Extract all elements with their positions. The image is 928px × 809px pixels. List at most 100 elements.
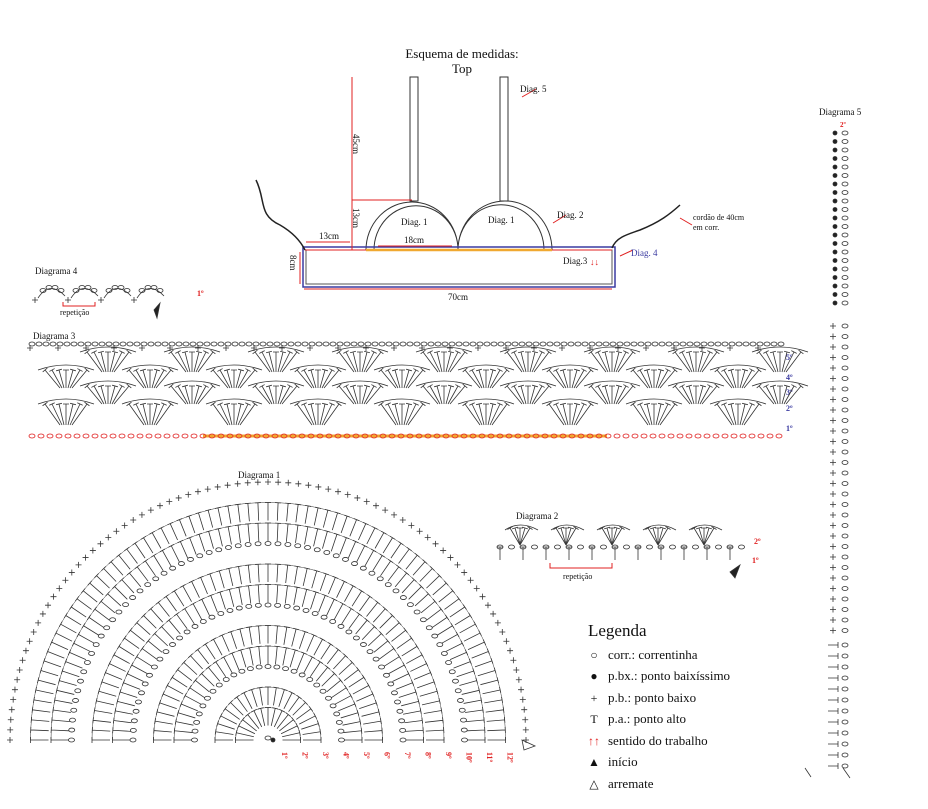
- slip-stitch: [832, 249, 838, 255]
- double-crochet-stitch: [244, 523, 252, 542]
- double-crochet-stitch: [609, 351, 615, 372]
- chain-stitch: [431, 633, 439, 639]
- chain-stitch: [748, 433, 756, 439]
- chain-stitch: [294, 543, 302, 549]
- chain-stitch: [350, 341, 358, 347]
- single-crochet-stitch: [499, 628, 506, 635]
- arrow-icon: [804, 767, 851, 779]
- band-border: [302, 246, 616, 288]
- chain-stitch: [129, 727, 137, 733]
- double-crochet-stitch: [519, 526, 528, 546]
- double-crochet-stitch: [739, 402, 749, 426]
- double-crochet-stitch: [274, 584, 281, 603]
- chain-stitch: [602, 341, 610, 347]
- double-crochet-stitch: [617, 349, 636, 373]
- chain-stitch: [351, 561, 358, 566]
- single-crochet-stitch: [830, 428, 836, 434]
- chain-stitch: [419, 617, 427, 623]
- chain-stitch: [169, 642, 176, 647]
- slip-stitch: [832, 283, 838, 289]
- arch: [667, 380, 725, 387]
- chain-stitch: [712, 433, 720, 439]
- double-crochet-stitch: [216, 590, 226, 610]
- single-crochet-stitch: [167, 345, 173, 351]
- single-crochet-stitch: [399, 517, 406, 524]
- double-crochet-stitch: [154, 718, 173, 725]
- double-crochet-stitch: [98, 384, 107, 405]
- double-crochet-stitch: [284, 584, 291, 604]
- chain-stitch: [103, 625, 111, 631]
- double-crochet-stitch: [342, 718, 362, 726]
- double-crochet-stitch: [202, 642, 216, 660]
- double-crochet-stitch: [459, 677, 478, 686]
- single-crochet-stitch: [285, 479, 292, 486]
- chain-stitch: [637, 341, 645, 347]
- single-crochet-stitch: [279, 345, 285, 351]
- double-crochet-stitch: [721, 402, 735, 426]
- chain-stitch: [209, 688, 217, 694]
- chain-stitch: [28, 433, 36, 439]
- double-crochet-stitch: [407, 367, 426, 389]
- chain-stitch: [672, 341, 680, 347]
- chain-stitch: [415, 433, 423, 439]
- single-crochet-stitch: [194, 488, 201, 495]
- double-crochet-stitch: [74, 596, 92, 610]
- double-crochet-stitch: [571, 402, 581, 426]
- chain-stitch: [433, 433, 441, 439]
- double-crochet-stitch: [313, 506, 322, 526]
- single-crochet-stitch: [214, 483, 221, 490]
- single-crochet-stitch: [65, 297, 71, 303]
- chain-stitch: [496, 433, 504, 439]
- double-crochet-stitch: [168, 349, 187, 373]
- chain-stitch: [703, 433, 711, 439]
- chain-stitch: [74, 688, 82, 694]
- double-crochet-stitch: [195, 511, 205, 531]
- label-total-width: 70cm: [448, 292, 468, 302]
- single-crochet-stitch: [484, 602, 491, 609]
- chain-stitch: [554, 544, 561, 550]
- chain-stitch: [841, 344, 849, 350]
- double-crochet-stitch: [349, 350, 359, 373]
- chain-stitch: [413, 341, 421, 347]
- chain-stitch: [460, 727, 468, 733]
- double-crochet-stitch: [828, 653, 839, 659]
- double-crochet-stitch: [195, 384, 209, 405]
- double-crochet-stitch: [171, 589, 185, 607]
- double-crochet-stitch: [220, 655, 233, 674]
- arch: [163, 346, 221, 353]
- double-crochet-stitch: [333, 601, 346, 620]
- chain-stitch: [319, 688, 327, 694]
- single-crochet-stitch: [147, 507, 154, 514]
- double-crochet-stitch: [296, 651, 307, 670]
- double-crochet-stitch: [449, 383, 468, 405]
- single-crochet-stitch: [510, 657, 517, 664]
- diagram1-row-label: 11º: [485, 752, 494, 763]
- chain-stitch: [57, 288, 65, 293]
- single-crochet-stitch: [335, 488, 342, 495]
- double-crochet-stitch: [112, 652, 130, 664]
- double-crochet-stitch: [365, 383, 384, 405]
- start-arrow-icon: ▲: [588, 755, 600, 770]
- double-crochet-stitch: [613, 350, 623, 373]
- double-crochet-stitch: [340, 709, 360, 719]
- chain-stitch: [707, 341, 715, 347]
- chain-stitch: [136, 433, 144, 439]
- chain-stitch: [693, 341, 701, 347]
- double-crochet-stitch: [398, 688, 418, 698]
- chain-stitch: [384, 582, 392, 588]
- chain-stitch: [841, 719, 849, 725]
- double-crochet-stitch: [465, 706, 484, 714]
- chain-stitch: [841, 617, 849, 623]
- chain-stitch: [130, 718, 138, 724]
- double-crochet-stitch: [504, 349, 523, 373]
- single-crochet-stitch: [643, 345, 649, 351]
- chain-stitch: [245, 341, 253, 347]
- single-crochet-stitch: [22, 647, 29, 654]
- diagram1-row-label: 2º: [301, 752, 310, 759]
- double-crochet-stitch: [213, 659, 227, 678]
- double-crochet-stitch: [701, 349, 720, 373]
- chain-stitch: [679, 341, 687, 347]
- double-crochet-stitch: [659, 367, 678, 389]
- chain-stitch: [469, 341, 477, 347]
- chain-stitch: [841, 607, 849, 612]
